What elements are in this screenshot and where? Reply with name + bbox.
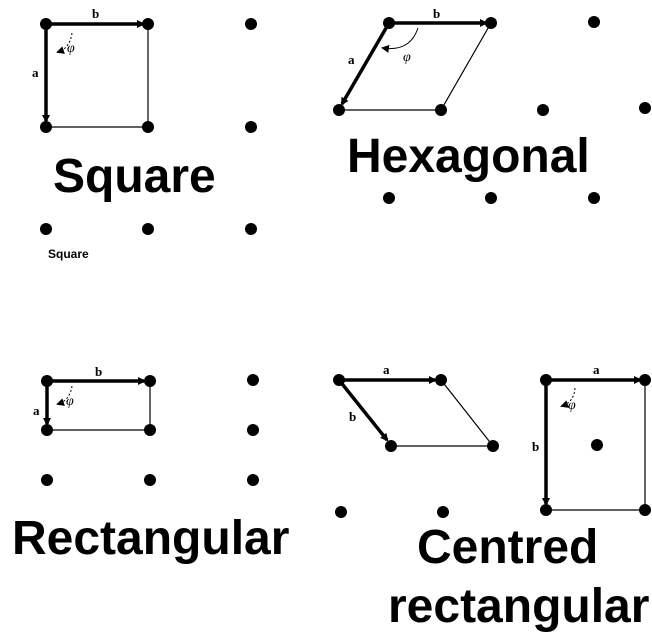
rectangular-lattice-point [247, 474, 259, 486]
centred-lattice-point [385, 440, 397, 452]
rectangular-unit-cell-edges [47, 381, 151, 431]
centred-rect-a-label: a [593, 362, 600, 377]
centred-lattice-point [639, 374, 651, 386]
square-lattice-point [142, 121, 154, 133]
square-lattice-point [40, 121, 52, 133]
rectangular-angle-arc [56, 385, 73, 406]
rectangular-lattice-point [144, 424, 156, 436]
hexagonal-lattice-point [435, 104, 447, 116]
hexagonal-angle-arc [381, 27, 419, 53]
square-lattice-point [40, 223, 52, 235]
square-angle-label: φ [67, 41, 75, 56]
rectangular-lattice-point [41, 375, 53, 387]
hexagonal-angle-label: φ [403, 50, 411, 65]
hexagonal-lattice-point [485, 17, 497, 29]
rectangular-b-label: b [95, 364, 102, 379]
rectangular-lattice-point [247, 424, 259, 436]
centred-oblique-b-label: b [349, 409, 356, 424]
hexagonal-lattice-point [639, 102, 651, 114]
centred-lattice-point [333, 374, 345, 386]
square-unit-cell-edges [46, 24, 149, 128]
centred-oblique-cell-edges [391, 379, 495, 447]
centred-lattice-point [487, 440, 499, 452]
hexagonal-b-label: b [433, 6, 440, 21]
hexagonal-lattice-point [333, 104, 345, 116]
centred-lattice-point [435, 374, 447, 386]
hexagonal-a-label: a [348, 52, 355, 67]
rectangular-angle-label: φ [66, 394, 74, 409]
centred-lattice-point [540, 504, 552, 516]
rectangular-lattice-point [247, 374, 259, 386]
hexagonal-lattice-point [485, 192, 497, 204]
hexagonal-vector-a [340, 22, 391, 106]
square-b-label: b [92, 6, 99, 21]
centred-lattice-point [639, 504, 651, 516]
centred-lattice-point [335, 506, 347, 518]
square-caption: Square [48, 247, 89, 261]
hexagonal-lattice-point [383, 17, 395, 29]
hexagonal-lattice-point [537, 104, 549, 116]
hexagonal-lattice-point [383, 192, 395, 204]
rectangular-lattice-point [41, 424, 53, 436]
square-lattice-point [245, 121, 257, 133]
rectangular-lattice-point [41, 474, 53, 486]
centred-oblique-vector-b [337, 378, 389, 442]
rectangular-title: Rectangular [12, 512, 289, 565]
centred-lattice-point [437, 506, 449, 518]
square-lattice-point [142, 18, 154, 30]
rectangular-a-label: a [33, 403, 40, 418]
centred-rect-b-label: b [532, 439, 539, 454]
centred-title-line1: Centred [417, 521, 598, 574]
square-lattice-point [40, 18, 52, 30]
centred-rect-angle-arc [560, 387, 576, 408]
hexagonal-panel: b a φ Hexagonal [333, 6, 651, 204]
square-lattice-point [142, 223, 154, 235]
hexagonal-lattice-point [588, 192, 600, 204]
centred-oblique-a-label: a [383, 362, 390, 377]
square-panel: b a φ Square Square [32, 6, 257, 261]
centred-lattice-point [540, 374, 552, 386]
hexagonal-lattice-point [588, 16, 600, 28]
square-title: Square [53, 150, 216, 203]
square-a-label: a [32, 65, 39, 80]
centred-rect-angle-label: φ [568, 398, 576, 413]
hexagonal-title: Hexagonal [347, 130, 590, 183]
rectangular-lattice-point [144, 375, 156, 387]
rectangular-panel: b a φ Rectangular [12, 364, 289, 565]
square-lattice-point [245, 223, 257, 235]
square-lattice-point [245, 18, 257, 30]
centred-title-line2: rectangular [388, 580, 649, 632]
rectangular-lattice-point [144, 474, 156, 486]
centred-center-point [591, 439, 603, 451]
centred-rectangular-panel: a b a b φ Centred rectangular [333, 362, 651, 632]
square-angle-arc [56, 32, 73, 54]
